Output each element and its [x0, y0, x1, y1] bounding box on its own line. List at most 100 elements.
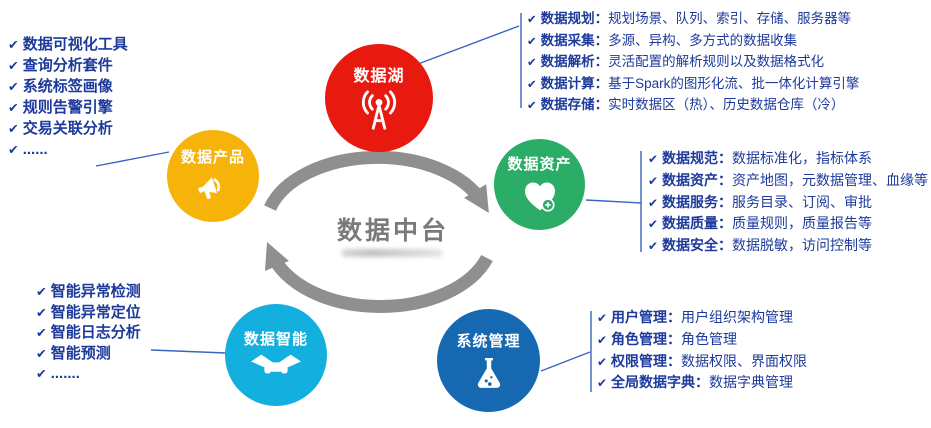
system-management-feature-list: ✔用户管理：用户组织架构管理 ✔角色管理：角色管理 ✔权限管理：数据权限、界面权…: [597, 307, 807, 394]
center-title: 数据中台: [336, 217, 449, 245]
list-item: ✔......: [8, 139, 128, 160]
check-icon: ✔: [8, 142, 19, 157]
list-item: ✔全局数据字典：数据字典管理: [597, 372, 807, 394]
list-item: ✔权限管理：数据权限、界面权限: [597, 351, 807, 373]
list-item: ✔交易关联分析: [8, 118, 128, 139]
list-item: ✔数据资产：资产地图，元数据管理、血缘等: [648, 170, 928, 192]
feature-term: 数据规范：: [661, 150, 732, 166]
cycle-arc-top: [264, 150, 489, 214]
check-icon: ✔: [648, 239, 658, 254]
list-item: ✔数据存储：实时数据区（热）、历史数据仓库（冷）: [527, 95, 859, 117]
feature-desc: 数据标准化，指标体系: [731, 150, 872, 166]
heart-plus-icon: [520, 177, 560, 217]
connector-asset: [585, 199, 642, 204]
check-icon: ✔: [648, 152, 658, 166]
check-icon: ✔: [8, 79, 19, 94]
feature-text: .......: [50, 365, 80, 382]
list-item: ✔数据可视化工具: [8, 34, 128, 55]
feature-text: 智能异常检测: [50, 283, 141, 300]
list-item: ✔数据计算：基于Spark的图形化流、批一体化计算引擎: [527, 74, 859, 96]
feature-desc: 用户组织架构管理: [680, 309, 793, 325]
list-item: ✔智能日志分析: [36, 323, 141, 344]
feature-desc: 基于Spark的图形化流、批一体化计算引擎: [608, 75, 860, 91]
feature-term: 数据安全：: [661, 237, 732, 254]
node-label-data-asset: 数据资产: [507, 155, 572, 173]
feature-text: 智能日志分析: [50, 324, 141, 341]
check-icon: ✔: [36, 366, 47, 381]
connector-product: [95, 151, 170, 167]
feature-term: 角色管理：: [610, 330, 681, 347]
handshake-icon: [250, 352, 302, 383]
feature-desc: 角色管理: [680, 330, 737, 347]
feature-desc: 灵活配置的解析规则以及数据格式化: [608, 54, 825, 69]
check-icon: ✔: [36, 345, 47, 361]
feature-term: 全局数据字典：: [610, 374, 709, 391]
node-label-data-product: 数据产品: [180, 149, 245, 166]
list-item: ✔智能异常定位: [36, 303, 141, 324]
list-item: ✔数据解析：灵活配置的解析规则以及数据格式化: [527, 52, 859, 74]
list-item: ✔智能预测: [36, 344, 141, 365]
check-icon: ✔: [597, 332, 607, 347]
feature-term: 数据资产：: [661, 171, 732, 188]
connector-lake: [417, 25, 520, 65]
check-icon: ✔: [597, 354, 607, 369]
feature-term: 数据计算：: [540, 75, 609, 91]
check-icon: ✔: [8, 100, 19, 115]
node-data-intelligence: 数据智能: [225, 304, 327, 406]
check-icon: ✔: [527, 78, 537, 91]
check-icon: ✔: [597, 376, 607, 391]
feature-desc: 多源、异构、多方式的数据收集: [608, 32, 798, 48]
feature-text: 智能异常定位: [50, 303, 141, 321]
list-item: ✔.......: [36, 364, 141, 385]
feature-desc: 实时数据区（热）、历史数据仓库（冷）: [608, 97, 845, 112]
node-label-data-intelligence: 数据智能: [243, 330, 308, 348]
node-system-management: 系统管理: [437, 309, 540, 412]
check-icon: ✔: [527, 35, 537, 48]
data-asset-feature-list: ✔数据规范：数据标准化，指标体系 ✔数据资产：资产地图，元数据管理、血缘等 ✔数…: [648, 148, 928, 257]
feature-desc: 质量规则，质量报告等: [731, 215, 872, 232]
feature-term: 用户管理：: [610, 309, 681, 325]
list-item: ✔系统标签画像: [8, 76, 128, 97]
check-icon: ✔: [8, 121, 19, 136]
list-item: ✔数据规划：规划场景、队列、索引、存储、服务器等: [527, 9, 859, 31]
feature-text: 系统标签画像: [22, 78, 113, 95]
check-icon: ✔: [527, 100, 537, 112]
list-item: ✔规则告警引擎: [8, 97, 128, 118]
feature-desc: 规划场景、队列、索引、存储、服务器等: [608, 11, 852, 26]
feature-text: 查询分析套件: [22, 57, 113, 74]
feature-text: 规则告警引擎: [22, 99, 113, 116]
feature-text: 交易关联分析: [22, 120, 113, 137]
feature-desc: 数据字典管理: [708, 374, 793, 391]
list-item: ✔角色管理：角色管理: [597, 329, 807, 351]
data-product-feature-list: ✔数据可视化工具 ✔查询分析套件 ✔系统标签画像 ✔规则告警引擎 ✔交易关联分析…: [8, 34, 128, 160]
check-icon: ✔: [648, 173, 658, 188]
check-icon: ✔: [36, 325, 47, 340]
feature-desc: 服务目录、订阅、审批: [731, 193, 872, 210]
feature-text: 数据可视化工具: [22, 36, 128, 53]
list-item: ✔数据规范：数据标准化，指标体系: [648, 148, 928, 170]
list-item: ✔用户管理：用户组织架构管理: [597, 307, 807, 329]
node-label-data-lake: 数据湖: [353, 67, 405, 85]
check-icon: ✔: [527, 57, 537, 69]
list-item: ✔数据安全：数据脱敏，访问控制等: [648, 235, 928, 257]
check-icon: ✔: [648, 217, 658, 232]
check-icon: ✔: [36, 304, 47, 320]
feature-term: 数据采集：: [540, 32, 609, 48]
feature-text: 智能预测: [50, 344, 111, 362]
center-subtext-blurred: [342, 249, 442, 257]
node-data-lake: 数据湖: [325, 44, 433, 152]
connector-intelligence: [150, 349, 227, 354]
connector-system: [540, 351, 591, 372]
check-icon: ✔: [527, 14, 537, 26]
feature-desc: 数据脱敏，访问控制等: [731, 237, 872, 254]
feature-term: 数据存储：: [540, 97, 609, 112]
feature-desc: 数据权限、界面权限: [680, 352, 807, 369]
feature-term: 数据质量：: [661, 215, 732, 232]
list-item: ✔数据采集：多源、异构、多方式的数据收集: [527, 31, 859, 53]
node-data-asset: 数据资产: [494, 139, 585, 230]
broadcast-icon: [356, 89, 402, 135]
feature-term: 数据服务：: [661, 193, 732, 210]
feature-text: ......: [22, 141, 48, 158]
